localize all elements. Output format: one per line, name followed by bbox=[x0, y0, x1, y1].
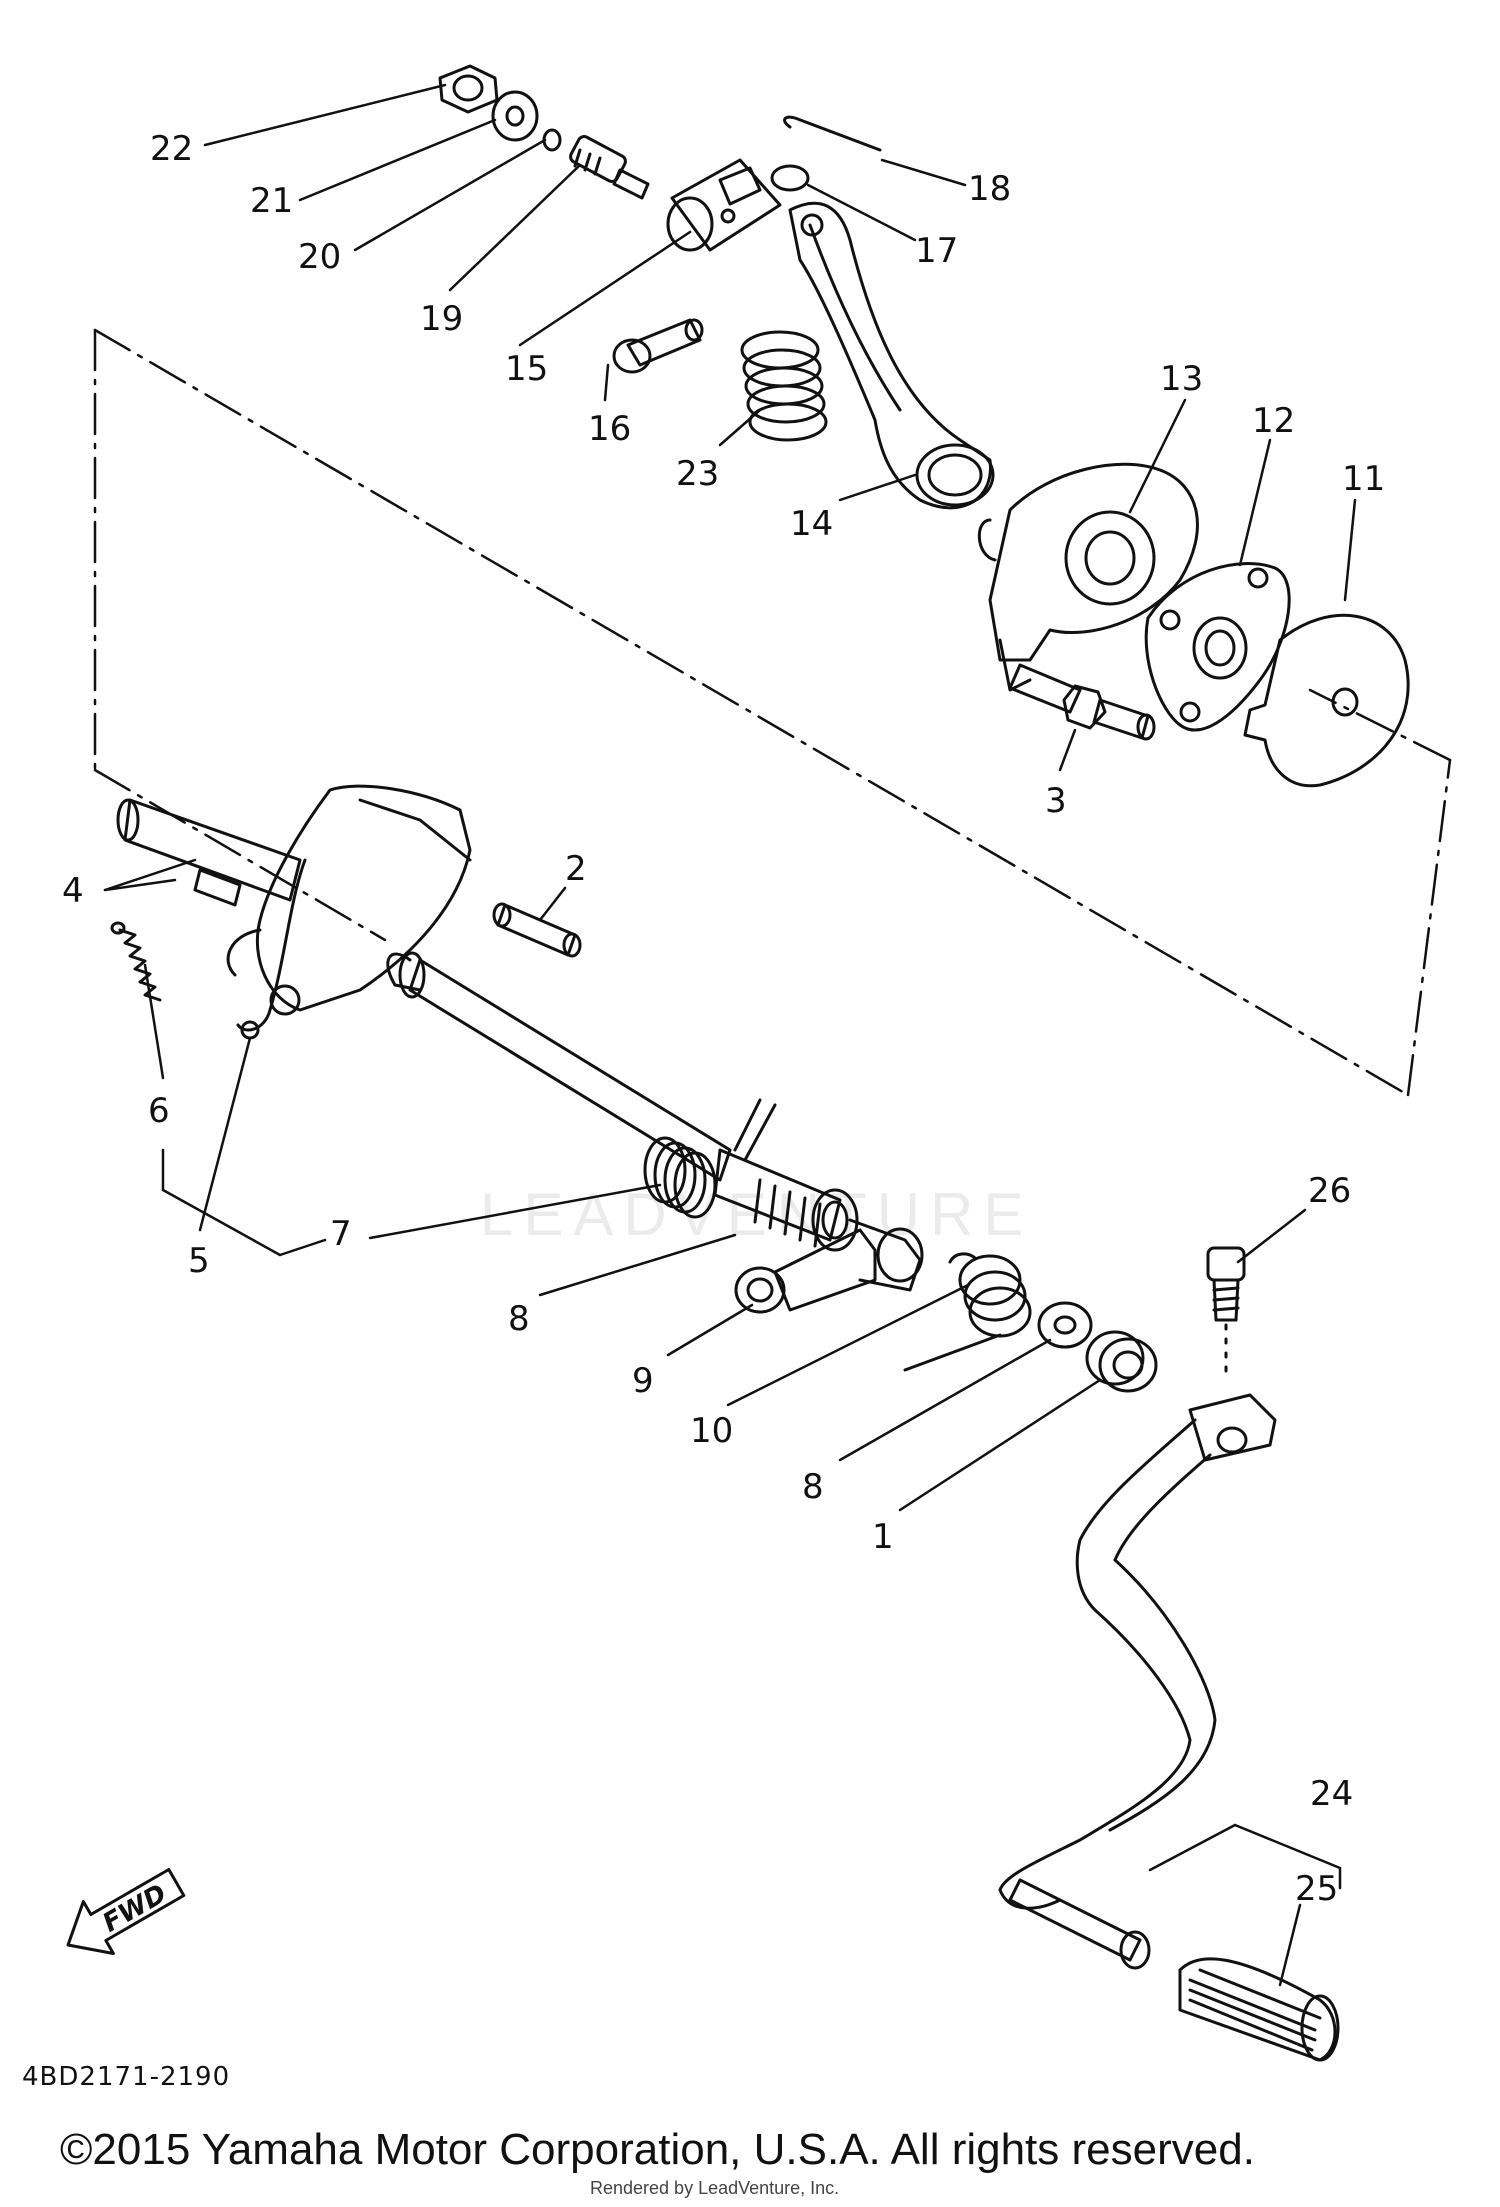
part-spring-6 bbox=[112, 923, 160, 1000]
watermark: LEADVENTURE bbox=[480, 1181, 1034, 1248]
part-shift-shaft-assembly bbox=[118, 786, 730, 1180]
part-guide-plate-12 bbox=[1146, 564, 1289, 730]
assembly-frame bbox=[93, 328, 1452, 1097]
callout-11: 11 bbox=[1342, 459, 1385, 499]
part-spring-10 bbox=[905, 1254, 1030, 1370]
callout-7: 7 bbox=[330, 1214, 352, 1254]
part-o-ring-20 bbox=[544, 130, 560, 150]
callout-16: 16 bbox=[588, 409, 631, 449]
callout-25: 25 bbox=[1295, 1869, 1338, 1909]
callout-labels: 22 21 20 19 15 16 23 14 18 17 13 12 11 3… bbox=[62, 129, 1385, 1909]
part-bolt-26 bbox=[1208, 1248, 1244, 1380]
part-stopper-plate-13 bbox=[979, 464, 1197, 690]
part-nut-22 bbox=[440, 66, 497, 112]
part-bolt-19 bbox=[568, 134, 648, 198]
callout-26: 26 bbox=[1308, 1171, 1351, 1211]
fwd-arrow-icon: FWD bbox=[66, 1868, 186, 1955]
callout-20: 20 bbox=[298, 237, 341, 277]
callout-3: 3 bbox=[1045, 781, 1067, 821]
callout-1: 1 bbox=[872, 1517, 894, 1557]
callout-13: 13 bbox=[1160, 359, 1203, 399]
part-pin-2 bbox=[494, 904, 580, 956]
diagram-part-code: 4BD2171-2190 bbox=[22, 2062, 231, 2092]
callout-12: 12 bbox=[1252, 401, 1295, 441]
callout-5: 5 bbox=[188, 1241, 210, 1281]
callout-22: 22 bbox=[150, 129, 193, 169]
rendered-by-note: Rendered by LeadVenture, Inc. bbox=[590, 2178, 840, 2198]
callout-8-upper: 8 bbox=[508, 1299, 530, 1339]
callout-24: 24 bbox=[1310, 1774, 1353, 1814]
callout-10: 10 bbox=[690, 1411, 733, 1451]
part-joint-15 bbox=[668, 160, 780, 250]
part-coil-on-shaft bbox=[645, 1100, 857, 1250]
part-shift-pedal-24 bbox=[1000, 1395, 1275, 1968]
part-lever-9 bbox=[736, 1220, 922, 1312]
part-spring-23 bbox=[742, 332, 826, 440]
callout-23: 23 bbox=[676, 454, 719, 494]
part-shift-arm-14 bbox=[790, 203, 993, 508]
part-washer-17 bbox=[772, 166, 808, 190]
callout-17: 17 bbox=[915, 231, 958, 271]
callout-15: 15 bbox=[505, 349, 548, 389]
part-washer-21 bbox=[493, 92, 537, 140]
part-washer-8 bbox=[1039, 1303, 1091, 1347]
callout-9: 9 bbox=[632, 1361, 654, 1401]
callout-14: 14 bbox=[790, 504, 833, 544]
callout-18: 18 bbox=[968, 169, 1011, 209]
callout-8-lower: 8 bbox=[802, 1467, 824, 1507]
callout-2: 2 bbox=[565, 849, 587, 889]
part-cover-11 bbox=[1245, 615, 1408, 785]
callout-19: 19 bbox=[420, 299, 463, 339]
part-pedal-rubber-25 bbox=[1180, 1959, 1338, 2060]
copyright-notice: ©2015 Yamaha Motor Corporation, U.S.A. A… bbox=[60, 2125, 1255, 2174]
part-cotter-pin-18 bbox=[785, 117, 880, 150]
callout-4: 4 bbox=[62, 871, 84, 911]
part-stud-bolt-3 bbox=[1010, 665, 1154, 739]
part-oil-seal-1 bbox=[1087, 1332, 1156, 1391]
callout-21: 21 bbox=[250, 181, 293, 221]
part-pin-16 bbox=[614, 320, 702, 372]
callout-6: 6 bbox=[148, 1091, 170, 1131]
leader-lines bbox=[103, 83, 1357, 1987]
